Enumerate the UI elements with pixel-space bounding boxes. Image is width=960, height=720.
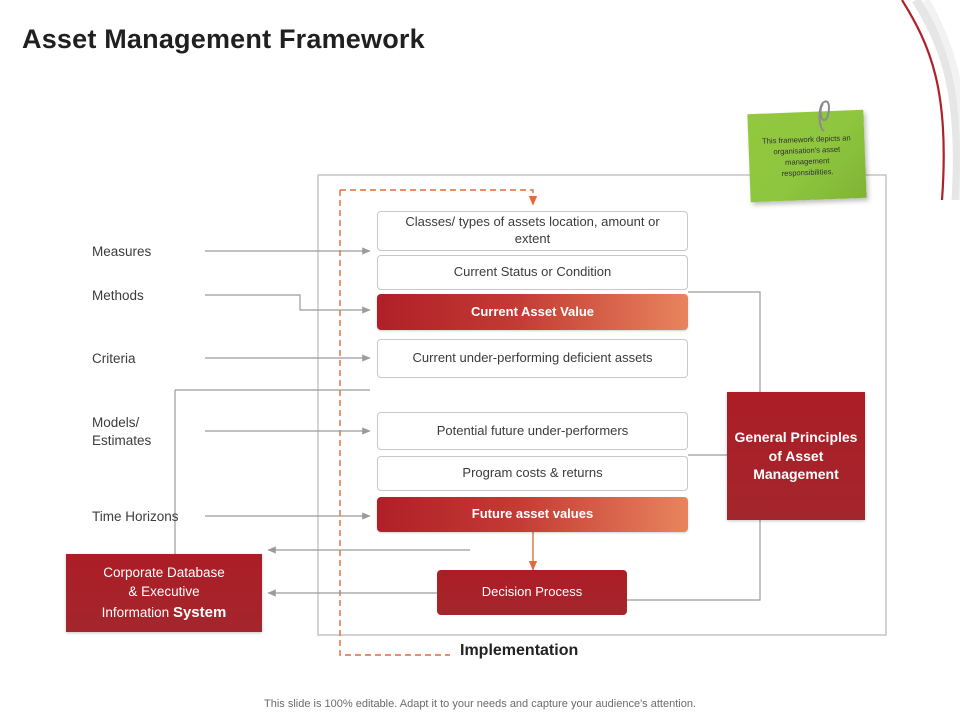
corporate-line3: Information: [101, 604, 173, 620]
sticky-note: This framework depicts an organisation's…: [747, 109, 867, 203]
corporate-emphasis: System: [172, 603, 227, 621]
box-current-status[interactable]: Current Status or Condition: [377, 255, 688, 290]
left-label-methods: Methods: [92, 288, 144, 303]
corporate-line2: & Executive: [128, 584, 200, 600]
corporate-line1: Corporate Database: [103, 564, 225, 580]
box-potential-future-underperformers[interactable]: Potential future under-performers: [377, 412, 688, 450]
box-corporate-database[interactable]: Corporate Database & Executive Informati…: [66, 554, 262, 632]
footer-note: This slide is 100% editable. Adapt it to…: [264, 698, 696, 710]
page-title: Asset Management Framework: [22, 24, 425, 54]
left-label-measures: Measures: [92, 244, 152, 259]
box-program-costs-returns[interactable]: Program costs & returns: [377, 456, 688, 491]
box-future-asset-values[interactable]: Future asset values: [377, 497, 688, 532]
left-label-criteria: Criteria: [92, 351, 136, 366]
left-label-time-horizons: Time Horizons: [92, 509, 179, 524]
box-current-asset-value[interactable]: Current Asset Value: [377, 294, 688, 330]
left-label-models-estimates: Models/ Estimates: [92, 415, 152, 449]
box-underperforming-assets[interactable]: Current under-performing deficient asset…: [377, 339, 688, 378]
box-general-principles[interactable]: General Principles of Asset Management: [727, 392, 865, 520]
sticky-note-text: This framework depicts an organisation's…: [761, 133, 851, 178]
box-decision-process[interactable]: Decision Process: [437, 570, 627, 615]
paperclip-icon: [818, 100, 830, 132]
box-asset-classes[interactable]: Classes/ types of assets location, amoun…: [377, 211, 688, 251]
implementation-label: Implementation: [460, 642, 579, 659]
